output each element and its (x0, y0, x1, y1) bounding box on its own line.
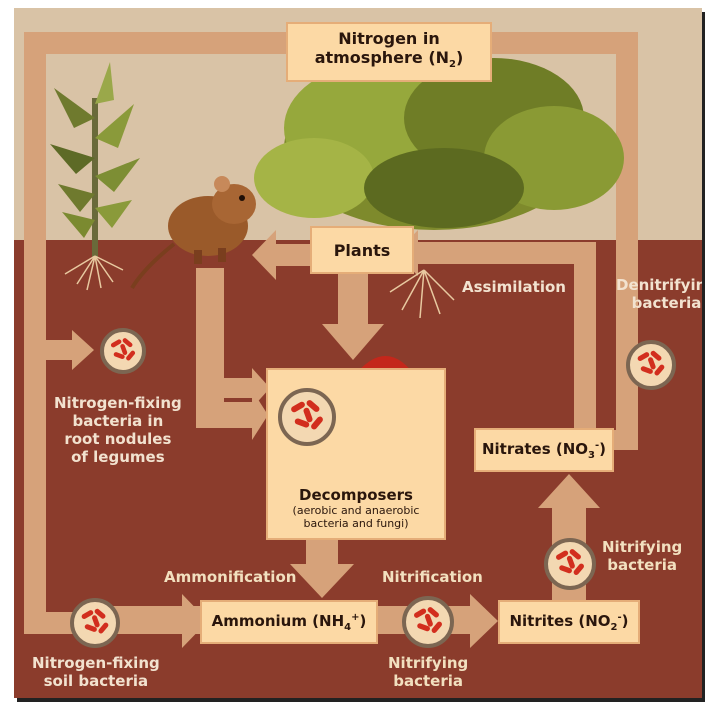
plants-label: Plants (334, 241, 391, 260)
denitrifying-bacteria-icon (626, 340, 676, 390)
ammonification-label: Ammonification (164, 568, 296, 586)
animal-to-decomp-upper (224, 378, 254, 398)
bacteria-rods (630, 344, 672, 386)
nitrates-box: Nitrates (NO3-) (474, 428, 614, 472)
nitrates-label: Nitrates (NO3-) (482, 440, 606, 461)
atmosphere-label-line1: Nitrogen in (338, 29, 440, 48)
atmosphere-box: Nitrogen in atmosphere (N2) (286, 22, 492, 82)
soil-bacteria-label: Nitrogen-fixing soil bacteria (32, 654, 160, 690)
soil-bacteria-icon (70, 598, 120, 648)
nitrites-label: Nitrites (NO2-) (509, 612, 628, 633)
nitrifying-bacteria-right-icon (544, 538, 596, 590)
left-loop-bottom (24, 612, 74, 634)
legume-plant-illustration (50, 62, 140, 290)
denitrify-vertical (616, 32, 638, 450)
decomposers-detail-line2: bacteria and fungi) (303, 517, 408, 530)
bacteria-rods (104, 332, 142, 370)
denitrifying-label: Denitrifying bacteria (616, 276, 702, 312)
plants-to-decomp-shaft (338, 270, 368, 326)
nitrifying-right-line1: Nitrifying (602, 538, 682, 556)
nitrogen-cycle-diagram: Nitrogen in atmosphere (N2) Plants Decom… (14, 8, 702, 698)
decomp-to-ammonium-shaft (306, 538, 338, 566)
decomposers-detail-line1: (aerobic and anaerobic (293, 504, 420, 517)
denitrify-join (612, 430, 638, 450)
nitrification-label: Nitrification (382, 568, 483, 586)
root-nodule-line4: of legumes (54, 448, 182, 466)
assimilation-horizontal (414, 242, 596, 264)
decomp-to-ammonium-head (290, 564, 354, 598)
plants-to-animal-shaft (274, 244, 310, 266)
root-nodule-line1: Nitrogen-fixing (54, 394, 182, 412)
decomposer-bacteria-icon (278, 388, 336, 446)
nitrifying-bottom-line1: Nitrifying (388, 654, 468, 672)
left-loop-vertical (24, 32, 46, 632)
bacteria-rods (282, 392, 332, 442)
denitrifying-line2: bacteria (616, 294, 702, 312)
assimilation-label: Assimilation (462, 278, 566, 296)
root-nodule-line3: root nodules (54, 430, 182, 448)
atmosphere-left-arrow-top (24, 32, 288, 54)
mouse-illustration (132, 176, 256, 288)
nitrites-box: Nitrites (NO2-) (498, 600, 640, 644)
nodule-arrowhead (72, 330, 94, 370)
denitrifying-line1: Denitrifying (616, 276, 702, 294)
plants-to-animal-head (252, 230, 276, 280)
nodule-arrow-shaft (46, 340, 72, 360)
assimilation-vertical (574, 242, 596, 430)
bacteria-rods (548, 542, 592, 586)
soil-bacteria-line1: Nitrogen-fixing (32, 654, 160, 672)
ammonium-box: Ammonium (NH4+) (200, 600, 378, 644)
plants-to-decomp-head (322, 324, 384, 360)
shrub-illustration (254, 58, 624, 318)
atmosphere-label-line2: atmosphere (N2) (315, 48, 464, 74)
decomposers-title: Decomposers (299, 486, 413, 504)
nitrites-to-nitrates-head (538, 474, 600, 508)
nitrifying-bacteria-bottom-icon (402, 596, 454, 648)
bacteria-rods (74, 602, 116, 644)
nitrifying-bottom-line2: bacteria (388, 672, 468, 690)
nitrifying-right-label: Nitrifying bacteria (602, 538, 682, 574)
bacteria-rods (406, 600, 450, 644)
root-nodule-line2: bacteria in (54, 412, 182, 430)
root-nodule-bacteria-icon (100, 328, 146, 374)
root-nodule-bacteria-label: Nitrogen-fixing bacteria in root nodules… (54, 394, 182, 466)
soil-bacteria-line2: soil bacteria (32, 672, 160, 690)
plants-box: Plants (310, 226, 414, 274)
ammonium-label: Ammonium (NH4+) (212, 612, 367, 633)
ammonium-to-nitrites-head (470, 594, 498, 648)
nitrifying-right-line2: bacteria (602, 556, 682, 574)
animal-to-decomp-horizontal (196, 402, 254, 428)
atmosphere-right-arrow-top (490, 32, 638, 54)
nitrifying-bottom-label: Nitrifying bacteria (388, 654, 468, 690)
